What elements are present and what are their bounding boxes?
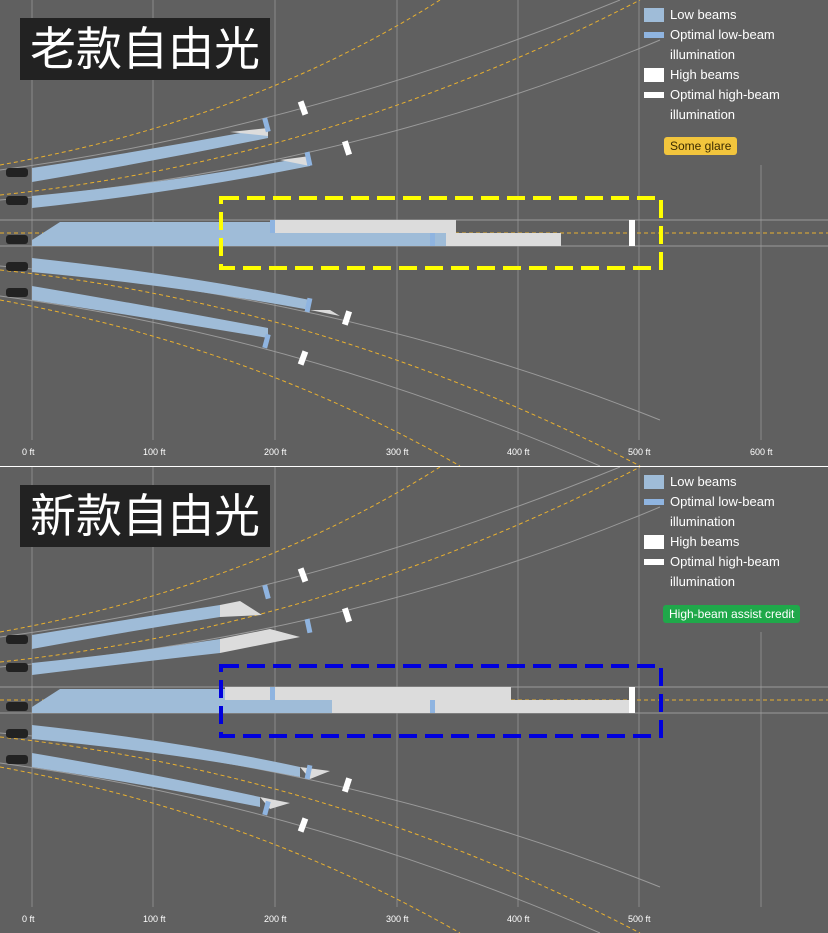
new-model-diagram: 0 ft 100 ft 200 ft 300 ft 400 ft 500 ft — [0, 467, 828, 933]
legend-label: illumination — [670, 107, 736, 122]
vehicles — [6, 635, 28, 764]
high-beam-credit-badge: High-beam assist credit — [663, 605, 801, 623]
optimal-low-swatch — [644, 32, 664, 38]
tick-label: 500 ft — [628, 447, 651, 457]
tick-label: 400 ft — [507, 447, 530, 457]
new-model-panel: 0 ft 100 ft 200 ft 300 ft 400 ft 500 ft … — [0, 467, 828, 933]
high-beam-swatch — [644, 68, 664, 82]
legend-label: High beams — [670, 67, 740, 82]
tick-label: 300 ft — [386, 914, 409, 924]
legend-label: High beams — [670, 534, 740, 549]
high-beam-swatch — [644, 535, 664, 549]
optimal-low-markers — [262, 117, 435, 349]
legend-label: Optimal high-beam — [670, 87, 780, 102]
tick-label: 0 ft — [22, 914, 35, 924]
high-beams — [230, 128, 561, 316]
optimal-high-swatch — [644, 92, 664, 98]
low-beams — [32, 605, 332, 807]
glare-badge: Some glare — [664, 137, 738, 155]
tick-label: 500 ft — [628, 914, 651, 924]
highlight-box — [219, 664, 663, 738]
highlight-box — [219, 196, 663, 270]
low-beam-swatch — [644, 8, 664, 22]
optimal-high-markers — [297, 100, 635, 366]
optimal-low-markers — [262, 584, 435, 816]
tick-label: 0 ft — [22, 447, 35, 457]
tick-label: 200 ft — [264, 447, 287, 457]
legend-label: illumination — [670, 514, 736, 529]
old-model-diagram: 0 ft 100 ft 200 ft 300 ft 400 ft 500 ft … — [0, 0, 828, 466]
legend-label: Optimal high-beam — [670, 554, 780, 569]
optimal-high-markers — [297, 567, 635, 833]
tick-label: 300 ft — [386, 447, 409, 457]
legend-label: Optimal low-beam — [670, 27, 775, 42]
axis-ticks: 0 ft 100 ft 200 ft 300 ft 400 ft 500 ft … — [22, 447, 773, 457]
legend-label: Optimal low-beam — [670, 494, 775, 509]
high-beams — [220, 601, 632, 809]
vehicles — [6, 168, 28, 297]
tick-label: 400 ft — [507, 914, 530, 924]
legend-label: Low beams — [670, 7, 737, 22]
legend-label: illumination — [670, 47, 736, 62]
old-model-panel: 0 ft 100 ft 200 ft 300 ft 400 ft 500 ft … — [0, 0, 828, 466]
tick-label: 100 ft — [143, 914, 166, 924]
tick-label: 600 ft — [750, 447, 773, 457]
axis-ticks: 0 ft 100 ft 200 ft 300 ft 400 ft 500 ft — [22, 914, 651, 924]
tick-label: 100 ft — [143, 447, 166, 457]
low-beam-swatch — [644, 475, 664, 489]
low-beams — [32, 128, 450, 338]
tick-label: 200 ft — [264, 914, 287, 924]
panel-title: 老款自由光 — [20, 18, 270, 80]
optimal-low-swatch — [644, 499, 664, 505]
optimal-high-swatch — [644, 559, 664, 565]
legend-label: Low beams — [670, 474, 737, 489]
panel-title: 新款自由光 — [20, 485, 270, 547]
legend-label: illumination — [670, 574, 736, 589]
